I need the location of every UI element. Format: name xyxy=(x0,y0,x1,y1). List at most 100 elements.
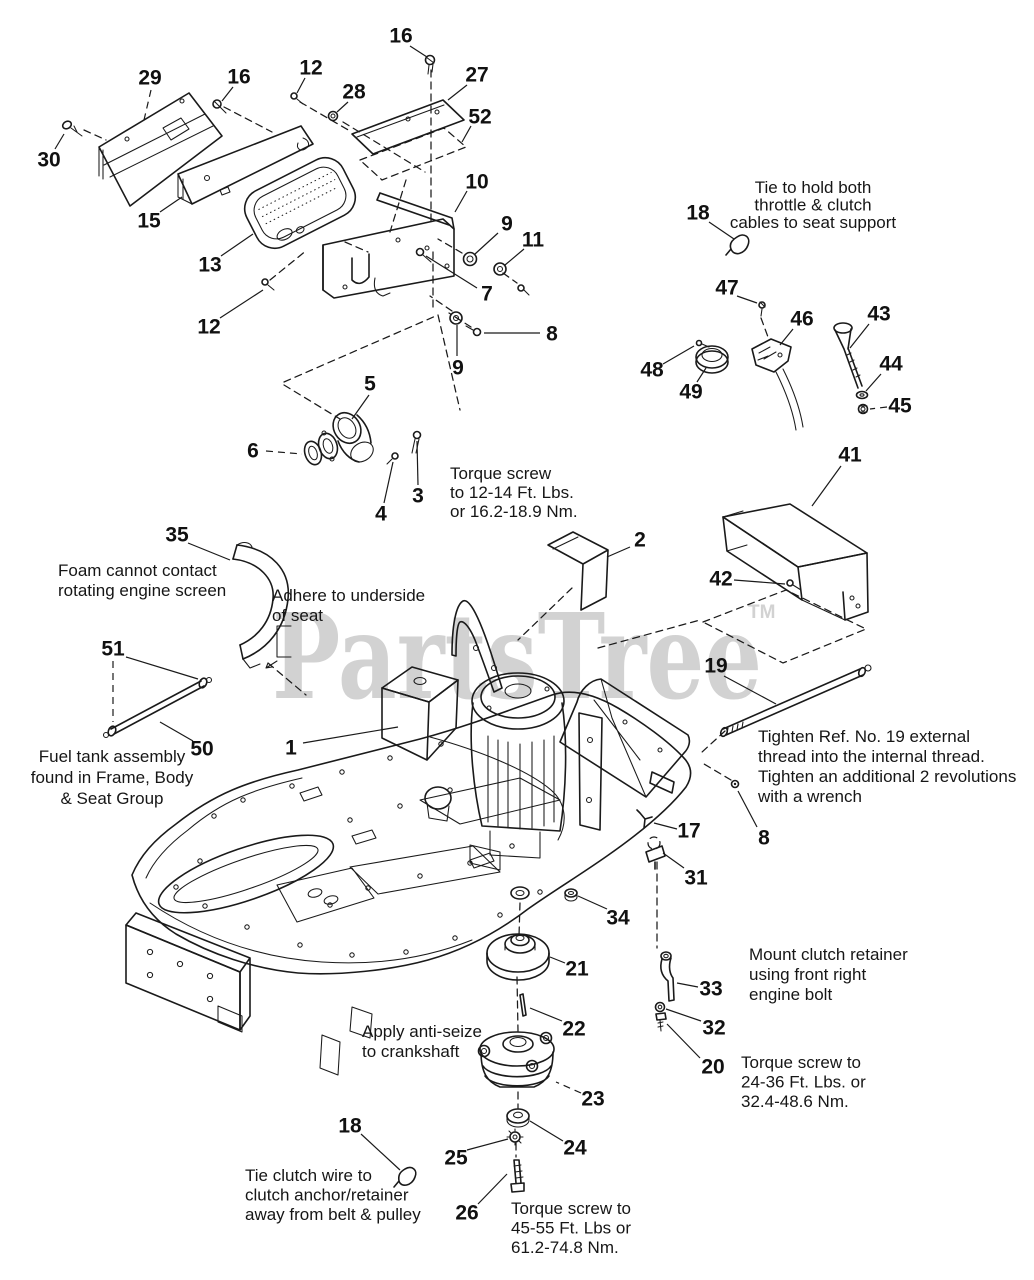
adhere-bracket-symbol xyxy=(265,625,292,669)
screw-16-left xyxy=(212,99,227,114)
leader-line-16 xyxy=(409,45,428,58)
leader-line-45 xyxy=(869,406,888,410)
callout-number-28: 28 xyxy=(342,81,366,104)
leader-line-42 xyxy=(733,579,786,585)
leader-line-27 xyxy=(447,84,468,101)
callout-29 xyxy=(143,89,152,121)
part-43-dipstick xyxy=(833,322,863,389)
callout-leaders xyxy=(54,45,888,1205)
leader-line-10 xyxy=(454,190,468,213)
nut-28 xyxy=(327,110,339,122)
callout-number-45: 45 xyxy=(888,395,912,418)
callout-number-29: 29 xyxy=(138,67,161,90)
washer-32 xyxy=(654,1001,666,1013)
callout-20 xyxy=(666,1023,701,1059)
callout-10 xyxy=(454,190,468,213)
callout-number-26: 26 xyxy=(455,1202,478,1225)
leader-line-18 xyxy=(360,1133,401,1171)
callout-number-9: 9 xyxy=(452,357,464,380)
callout-52 xyxy=(461,125,472,143)
part-2-plate xyxy=(547,531,609,611)
callout-22 xyxy=(529,1007,563,1022)
leader-line-12 xyxy=(296,77,306,94)
washer-44 xyxy=(855,390,869,400)
callout-24 xyxy=(529,1120,564,1142)
leader-line-4 xyxy=(383,461,394,504)
callout-16 xyxy=(221,86,234,102)
leader-line-16 xyxy=(221,86,234,102)
leader-line-5 xyxy=(351,394,370,420)
callout-number-20: 20 xyxy=(701,1056,724,1079)
callout-number-49: 49 xyxy=(679,381,702,404)
callout-47 xyxy=(736,295,758,304)
callout-19 xyxy=(723,675,777,705)
screw-12-b xyxy=(261,278,275,291)
callout-number-25: 25 xyxy=(444,1147,468,1170)
part-52-gasket xyxy=(358,127,468,181)
retainer-33 xyxy=(660,951,675,1002)
callout-number-51: 51 xyxy=(101,638,125,661)
callout-number-16: 16 xyxy=(389,25,412,48)
screw-47 xyxy=(758,301,769,338)
engine xyxy=(381,600,691,871)
bracket-31 xyxy=(645,836,666,870)
callout-number-32: 32 xyxy=(702,1017,725,1040)
leader-line-17 xyxy=(653,822,678,830)
callout-34 xyxy=(577,895,608,910)
callout-12 xyxy=(296,77,306,94)
callout-number-7: 7 xyxy=(481,283,493,306)
callout-number-13: 13 xyxy=(198,254,221,277)
leader-line-20 xyxy=(666,1023,701,1059)
callout-number-34: 34 xyxy=(606,907,630,930)
callout-number-5: 5 xyxy=(364,373,376,396)
leader-line-29 xyxy=(143,89,152,121)
callout-1 xyxy=(302,726,399,744)
part-21-pulley xyxy=(486,933,550,981)
callout-17 xyxy=(653,822,678,830)
callout-15 xyxy=(159,196,183,213)
construction-lines xyxy=(83,69,732,1158)
leader-line-48 xyxy=(662,345,695,365)
callout-21 xyxy=(549,956,566,964)
callout-number-12: 12 xyxy=(197,316,220,339)
cable-tie-18-top xyxy=(725,234,750,256)
part-49-cap xyxy=(695,345,729,374)
callout-51 xyxy=(112,656,199,722)
callout-49 xyxy=(696,367,707,383)
callout-number-23: 23 xyxy=(581,1088,604,1111)
screw-small-right xyxy=(517,284,530,296)
leader-line-9 xyxy=(474,232,499,255)
callout-number-43: 43 xyxy=(867,303,890,326)
callout-number-52: 52 xyxy=(468,106,491,129)
watermark-tm: TM xyxy=(748,602,775,623)
callout-16 xyxy=(409,45,428,58)
callout-6 xyxy=(265,450,303,455)
leader-line-32 xyxy=(665,1008,702,1022)
callout-number-2: 2 xyxy=(634,529,646,552)
callout-9 xyxy=(474,232,499,255)
callout-13 xyxy=(220,233,254,257)
callout-number-18: 18 xyxy=(338,1115,362,1138)
leader-line-35 xyxy=(187,542,231,561)
callout-31 xyxy=(662,852,685,869)
callout-number-48: 48 xyxy=(640,359,664,382)
callout-number-19: 19 xyxy=(704,655,727,678)
part-5-exhaust-elbow xyxy=(332,411,374,463)
washer-24 xyxy=(506,1108,530,1128)
bolt-3 xyxy=(411,430,422,454)
cable-tie-18-bottom xyxy=(393,1166,417,1188)
clamp-51-left xyxy=(107,725,117,737)
callout-33 xyxy=(676,982,699,988)
callout-number-27: 27 xyxy=(465,64,488,87)
callout-42 xyxy=(733,579,786,585)
callout-number-21: 21 xyxy=(565,958,589,981)
bolt-4 xyxy=(386,452,399,465)
part-29-heat-shield xyxy=(98,92,223,207)
leader-line-1 xyxy=(302,726,399,744)
leader-line-28 xyxy=(336,101,349,113)
leader-line-43 xyxy=(849,323,870,349)
